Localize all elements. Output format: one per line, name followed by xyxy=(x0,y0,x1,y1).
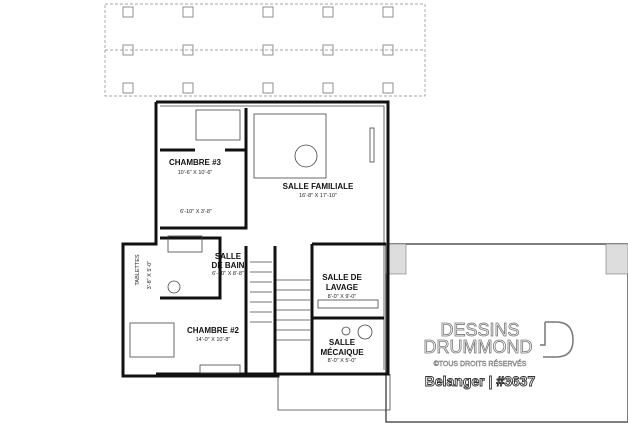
room-label-salle-familiale: SALLE FAMILIALE xyxy=(283,182,354,191)
dessins-drummond-logo: DESSINS DRUMMOND ©TOUS DROITS RÉSERVÉS xyxy=(423,320,574,368)
pergola-post xyxy=(382,44,394,56)
logo-line-1: DESSINS xyxy=(440,320,519,340)
pergola xyxy=(104,3,426,97)
copyright-text: ©TOUS DROITS RÉSERVÉS xyxy=(434,359,527,368)
room-label-mecanique-1: SALLE xyxy=(329,338,356,347)
room-label-lavage-1: SALLE DE xyxy=(322,273,362,282)
room-dims-lavage: 8'-0" X 9'-0" xyxy=(328,294,357,300)
pergola-post xyxy=(182,6,194,18)
logo-line-2: DRUMMOND xyxy=(424,337,533,357)
pergola-post xyxy=(182,44,194,56)
pergola-post xyxy=(262,6,274,18)
room-label-mecanique-2: MÉCAIQUE xyxy=(320,348,364,357)
logo-d-mark xyxy=(540,321,574,358)
room-label-salle-de-bain-1: SALLE xyxy=(215,252,242,261)
furniture xyxy=(129,109,379,374)
pergola-post xyxy=(122,44,134,56)
room-dims-salle-de-bain: 6'-10" X 8'-8" xyxy=(212,271,244,277)
pergola-post xyxy=(382,82,394,94)
room-label-chambre-3: CHAMBRE #3 xyxy=(169,158,222,167)
plan-label: Belanger | #3637 xyxy=(425,373,536,389)
garage xyxy=(385,243,628,423)
room-dims-salle-familiale: 16'-8" X 17'-10" xyxy=(299,193,337,199)
pergola-post xyxy=(122,82,134,94)
exterior-walls xyxy=(121,100,391,411)
room-label-chambre-2: CHAMBRE #2 xyxy=(187,326,240,335)
room-dims-tablettes: 3'-8" X 5'-0" xyxy=(147,261,153,290)
room-dims-chambre-2: 14'-0" X 10'-8" xyxy=(196,337,231,343)
pergola-post xyxy=(322,44,334,56)
pergola-post xyxy=(262,44,274,56)
pergola-post xyxy=(122,6,134,18)
pergola-post xyxy=(382,6,394,18)
interior-walls xyxy=(160,108,386,374)
closet-dims: 6'-10" X 3'-8" xyxy=(180,209,212,215)
room-label-lavage-2: LAVAGE xyxy=(326,283,359,292)
room-label-salle-de-bain-2: DE BAIN xyxy=(212,261,245,270)
pergola-post xyxy=(262,82,274,94)
pergola-post xyxy=(322,6,334,18)
room-dims-mecanique: 8'-0" X 5'-0" xyxy=(328,358,357,364)
room-label-tablettes: TABLETTES xyxy=(135,254,141,285)
room-dims-chambre-3: 10'-6" X 10'-6" xyxy=(178,170,213,176)
pergola-post xyxy=(182,82,194,94)
pergola-post xyxy=(322,82,334,94)
